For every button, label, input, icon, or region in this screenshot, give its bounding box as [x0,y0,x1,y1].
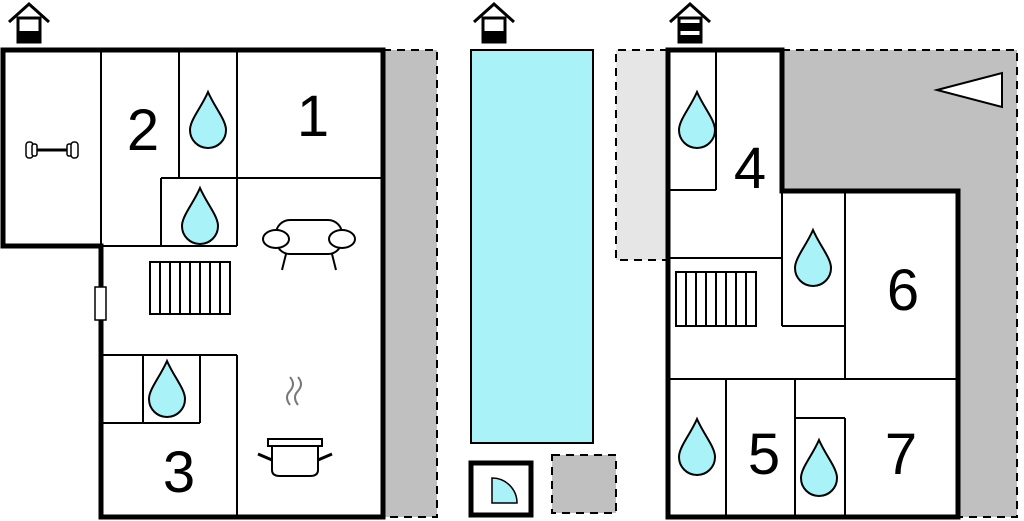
stairs-icon [675,271,757,327]
room-1-label: 1 [297,84,329,149]
house-level-icon [668,1,712,44]
ground-floor: 1 2 3 [0,47,438,520]
room-5-label: 5 [748,422,780,487]
room-4-label: 4 [734,136,766,201]
terrace [383,50,437,517]
outdoor-area [468,49,617,518]
room-2-label: 2 [127,98,159,163]
stairs-icon [149,261,231,315]
pool [470,49,594,444]
room-7-label: 7 [885,422,917,487]
upper-floor: 4 5 6 7 [615,47,1018,520]
dumbbell-icon [25,141,79,159]
terrace-patch [551,454,617,514]
room-3-label: 3 [163,440,195,505]
direction-arrow-icon [933,71,1003,109]
house-level-icon [472,1,516,44]
shower-icon [468,460,534,518]
sofa-icon [262,219,356,271]
room-6-label: 6 [887,258,919,323]
house-level-icon [7,1,51,44]
cooking-pot-icon [257,376,333,477]
door-icon [94,286,107,321]
balcony [616,50,668,260]
